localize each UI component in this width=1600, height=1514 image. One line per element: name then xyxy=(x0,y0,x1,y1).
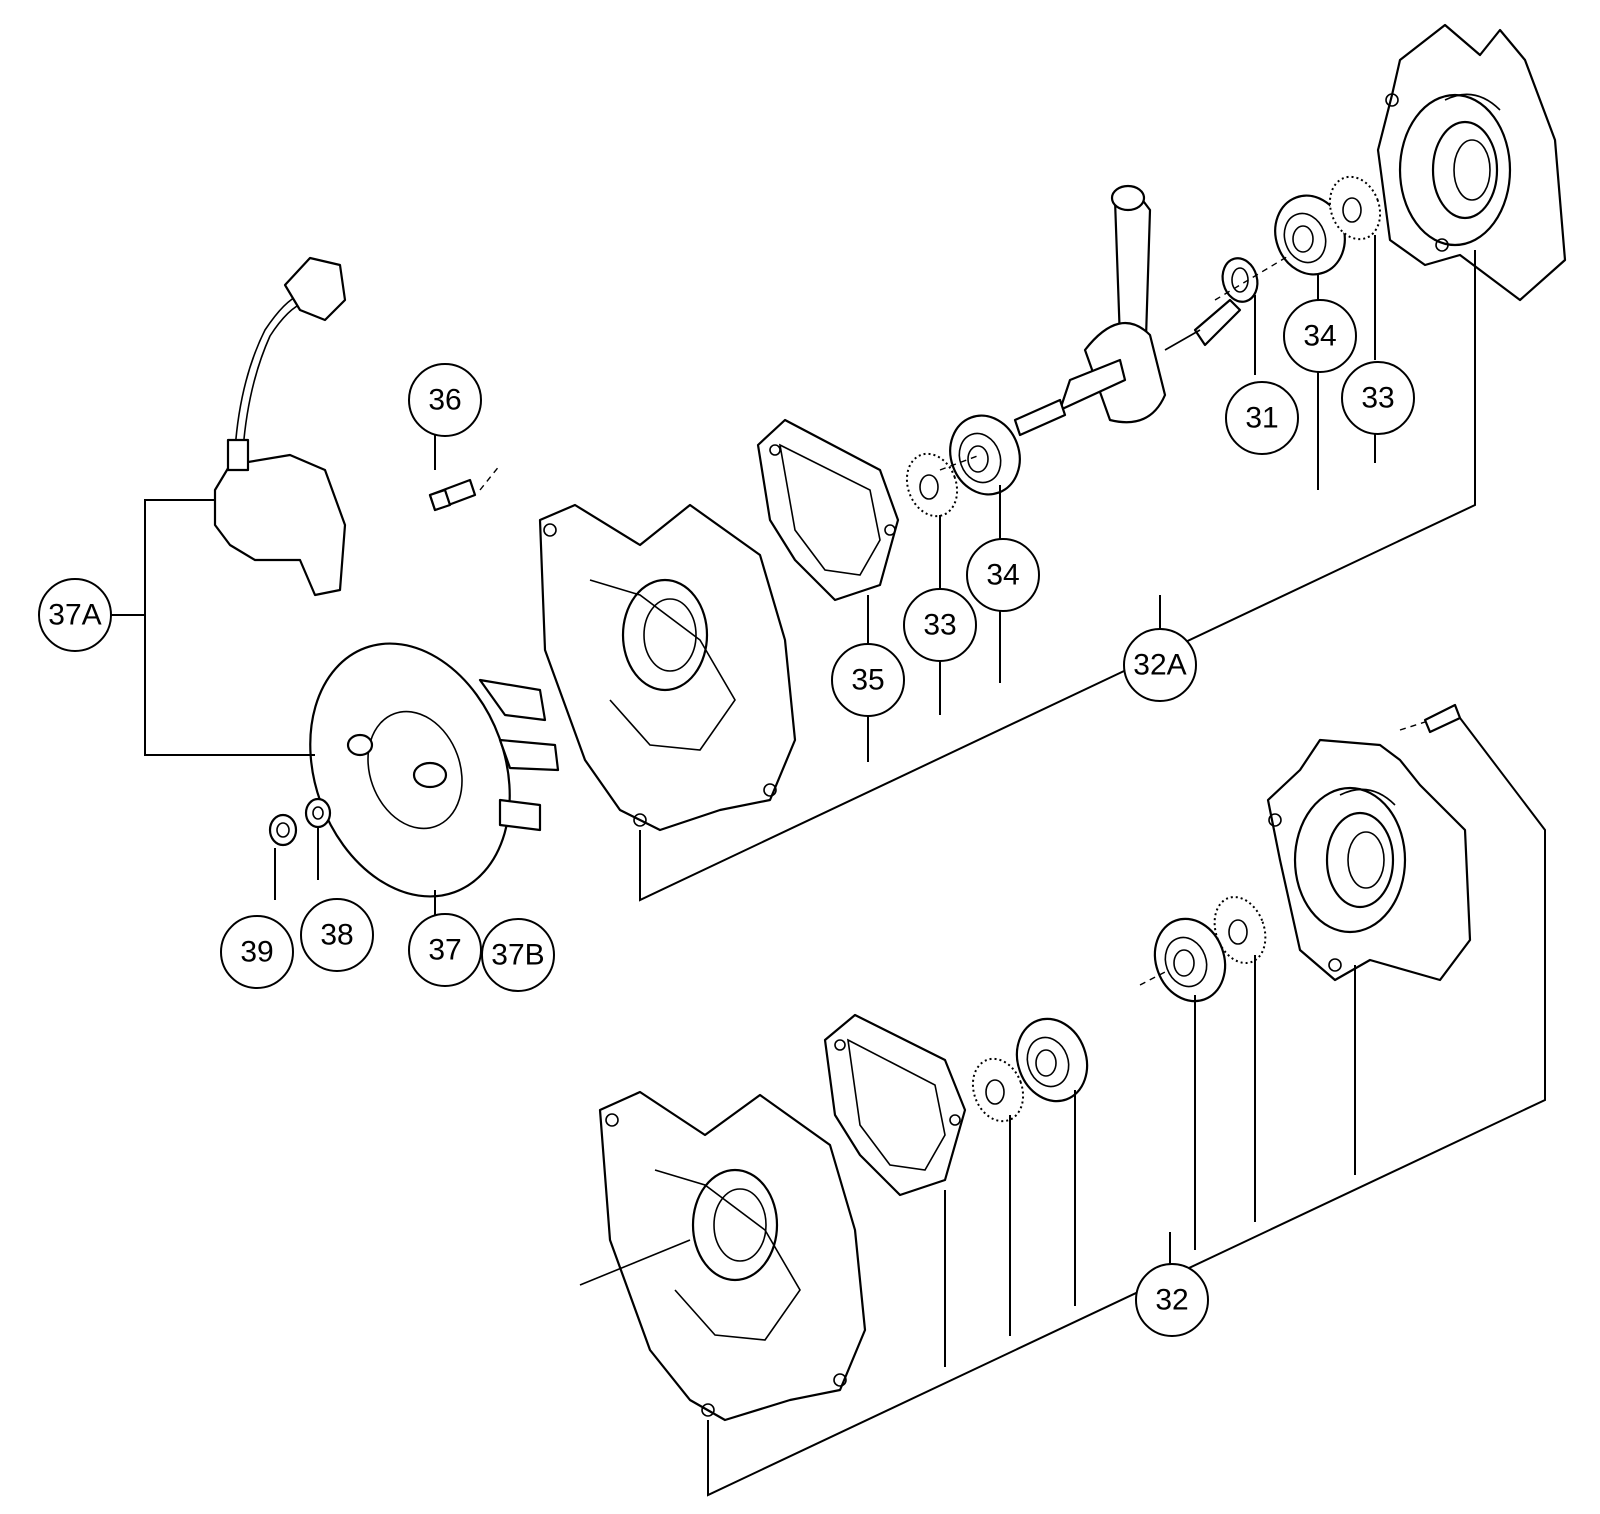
callout-33-right: 33 xyxy=(1341,361,1415,435)
callout-37: 37 xyxy=(408,913,482,987)
callout-39: 39 xyxy=(220,915,294,989)
callout-37A-label: 37A xyxy=(48,599,101,632)
callout-34-left-label: 34 xyxy=(986,559,1019,592)
callout-37A: 37A xyxy=(38,578,112,652)
leaders-upper xyxy=(105,235,1476,920)
gasket-lower xyxy=(823,1013,967,1197)
callout-31: 31 xyxy=(1225,381,1299,455)
callout-32: 32 xyxy=(1135,1263,1209,1337)
callout-37-label: 37 xyxy=(428,934,461,967)
callout-38-label: 38 xyxy=(320,919,353,952)
callout-31-label: 31 xyxy=(1245,402,1278,435)
washer-38 xyxy=(304,797,332,829)
callout-33-right-label: 33 xyxy=(1361,382,1394,415)
callout-37B: 37B xyxy=(481,918,555,992)
crankshaft xyxy=(1013,184,1242,437)
callout-34-left: 34 xyxy=(966,538,1040,612)
nut-39 xyxy=(268,813,298,847)
seal-33-top-left xyxy=(905,452,959,518)
bolt-lower xyxy=(1399,703,1462,734)
callout-38: 38 xyxy=(300,898,374,972)
bolt-36 xyxy=(428,478,477,512)
axis-dash-upper-1 xyxy=(1214,254,1291,301)
crankcase-front-bottom xyxy=(579,1090,867,1422)
bearing-34-top-left xyxy=(949,414,1021,496)
callout-39-label: 39 xyxy=(240,936,273,969)
callout-34-right: 34 xyxy=(1283,299,1357,373)
callout-37B-label: 37B xyxy=(491,939,544,972)
callout-36-label: 36 xyxy=(428,384,461,417)
seal-33-top-right xyxy=(1328,175,1382,241)
bearing-lower-left xyxy=(1015,1017,1089,1103)
callout-36: 36 xyxy=(408,363,482,437)
flywheel xyxy=(309,642,560,898)
crankcase-cover-top xyxy=(1376,23,1567,302)
callout-35-label: 35 xyxy=(851,664,884,697)
callout-34-right-label: 34 xyxy=(1303,320,1336,353)
callout-32-label: 32 xyxy=(1155,1284,1188,1317)
bearing-34-top-right xyxy=(1274,194,1346,276)
gasket-35 xyxy=(756,418,900,602)
callout-35: 35 xyxy=(831,643,905,717)
crankcase-front-top xyxy=(538,503,797,832)
callout-33-left-label: 33 xyxy=(923,609,956,642)
axis-dash-lower-1 xyxy=(1139,971,1166,986)
axis-dash-upper-2 xyxy=(939,454,981,471)
axis-dash-upper-3 xyxy=(479,464,501,491)
callout-32A: 32A xyxy=(1123,628,1197,702)
leaders-lower xyxy=(707,717,1546,1497)
seal-lower-left xyxy=(971,1057,1025,1123)
bearing-lower-right xyxy=(1153,917,1227,1003)
ignition-coil xyxy=(213,256,347,597)
seal-lower-right xyxy=(1213,896,1267,964)
callout-33-left: 33 xyxy=(903,588,977,662)
crankcase-cover-bottom xyxy=(1266,738,1472,982)
callout-32A-label: 32A xyxy=(1133,649,1186,682)
